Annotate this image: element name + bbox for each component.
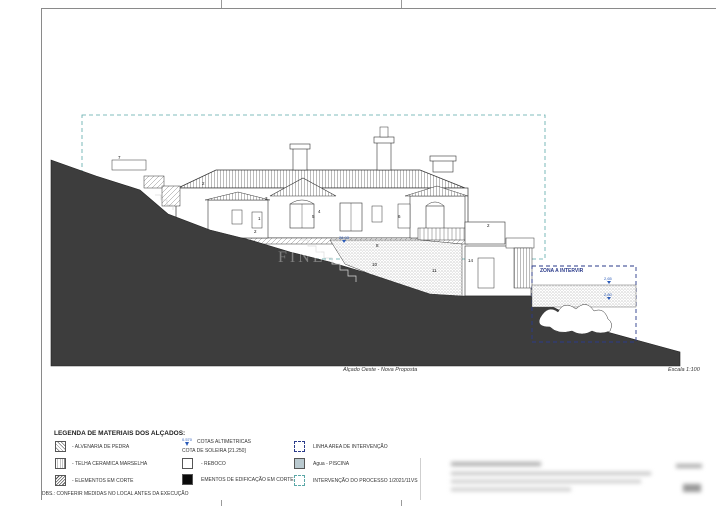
vegetation bbox=[538, 304, 612, 335]
legend-stone-masonry: - ALVENARIA DE PEDRA bbox=[55, 441, 129, 452]
sheet-border-left bbox=[41, 8, 42, 500]
cut-elements-icon bbox=[182, 474, 193, 485]
site-steps bbox=[300, 239, 357, 282]
legend-pool-water: Agua - PISCINA bbox=[294, 458, 349, 469]
scale-label: Escala 1:100 bbox=[668, 367, 700, 373]
title-block bbox=[420, 458, 711, 500]
sheet-border-top bbox=[41, 8, 716, 9]
part-number: 3 bbox=[265, 196, 268, 201]
part-number: 10 bbox=[372, 262, 378, 267]
level-value: 0.570 bbox=[182, 437, 193, 442]
stone-masonry-icon bbox=[55, 441, 66, 452]
watermark: FINE bbox=[278, 249, 326, 266]
stone-wall-slope bbox=[329, 239, 463, 297]
zone-label: ZONA A INTERVIR bbox=[540, 268, 584, 274]
part-number: 7 bbox=[118, 155, 121, 160]
part-number: 6 bbox=[398, 214, 401, 219]
part-number: 5 bbox=[312, 214, 315, 219]
section-cut-icon bbox=[55, 475, 66, 486]
site-measure-note: DBS.: CONFERIR MEDIDAS NO LOCAL ANTES DA… bbox=[42, 491, 189, 497]
part-number: 2 bbox=[487, 223, 490, 228]
level-marker bbox=[342, 240, 611, 300]
part-number: 2 bbox=[254, 229, 257, 234]
legend-process-line: INTERVENÇÃO DO PROCESSO 1/2021/11VS bbox=[294, 475, 418, 486]
drawing-caption: Alçado Oeste - Nova Proposta bbox=[343, 367, 418, 373]
fold-mark-bottom-right bbox=[401, 500, 402, 506]
part-number: 8 bbox=[376, 243, 379, 248]
process-line-icon bbox=[294, 475, 305, 486]
fold-mark-top-left bbox=[221, 0, 222, 8]
level-mark-2: 2,65 bbox=[604, 276, 613, 281]
render-icon bbox=[182, 458, 193, 469]
part-number: 1 bbox=[258, 216, 261, 221]
legend-ceramic-tile: - TELHA CERAMICA MARSELHA bbox=[55, 458, 147, 469]
legend-intervention-area: LINHA AREA DE INTERVENÇÃO bbox=[294, 441, 388, 452]
level-mark-3: 2,80 bbox=[604, 292, 613, 297]
part-number: 4 bbox=[318, 209, 321, 214]
legend-level-marks: 0.570 COTAS ALTIMETRICAS bbox=[182, 437, 252, 446]
legend-section-elements: - ELEMENTOS EM CORTE bbox=[55, 475, 134, 486]
legend-render: - REBOCO bbox=[182, 458, 226, 469]
ceramic-tile-icon bbox=[55, 458, 66, 469]
level-marker-icon bbox=[185, 442, 189, 446]
part-number: 2 bbox=[202, 181, 205, 186]
legend-title: LEGENDA DE MATERIAIS DOS ALÇADOS: bbox=[54, 430, 186, 437]
water-icon bbox=[294, 458, 305, 469]
legend-threshold-level: COTA DE SOLEIRA [21.250] bbox=[182, 448, 246, 454]
level-mark-1: 26,93 bbox=[339, 235, 350, 240]
fold-mark-bottom-left bbox=[221, 500, 222, 506]
material-numbers: 7 2 3 4 1 5 6 2 8 10 11 14 2 bbox=[118, 155, 490, 273]
part-number: 14 bbox=[468, 258, 474, 263]
part-number: 11 bbox=[432, 268, 437, 273]
dashed-box-icon bbox=[294, 441, 305, 452]
legend-cut-building-elements: EMENTOS DE EDIFICAÇÃO EM CORTE bbox=[182, 474, 294, 485]
fold-mark-top-right bbox=[401, 0, 402, 8]
